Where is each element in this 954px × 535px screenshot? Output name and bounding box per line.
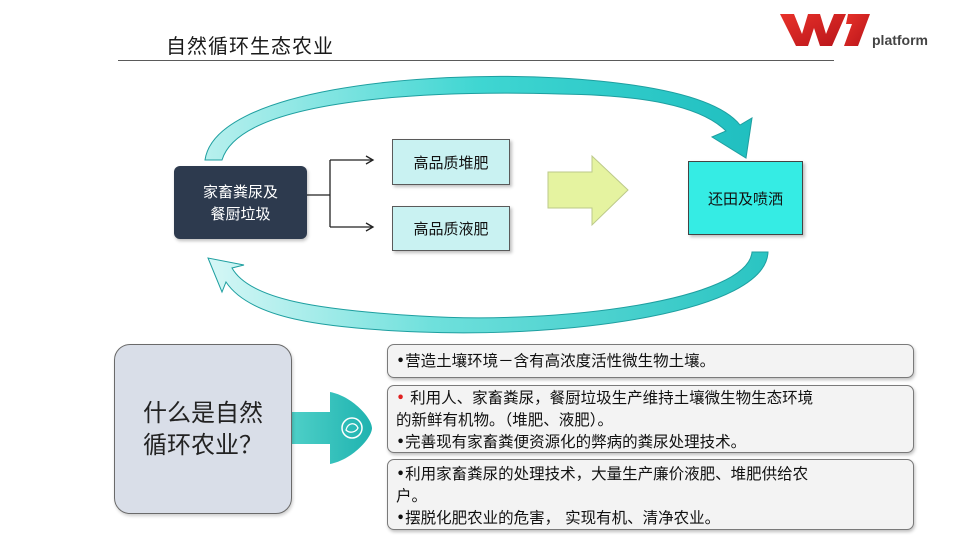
logo-text: platform xyxy=(872,32,928,48)
destination-label: 还田及喷洒 xyxy=(707,189,783,208)
top-cycle-arrow xyxy=(204,75,753,161)
panel-3-line-1: •利用家畜粪尿的处理技术，大量生产廉价液肥、堆肥供给农 xyxy=(396,465,809,483)
info-panel-3: •利用家畜粪尿的处理技术，大量生产廉价液肥、堆肥供给农 户。 •摆脱化肥农业的危… xyxy=(387,459,914,530)
right-block-arrow-icon xyxy=(547,154,629,227)
arrowhead-icon xyxy=(365,155,375,165)
branch-connector xyxy=(307,159,372,228)
arrowhead-icon xyxy=(365,222,375,232)
question-box: 什么是自然 循环农业？ xyxy=(114,344,292,514)
destination-box: 还田及喷洒 xyxy=(688,161,803,235)
liquid-fertilizer-label: 高品质液肥 xyxy=(413,220,489,238)
compost-label: 高品质堆肥 xyxy=(413,153,489,172)
bottom-cycle-arrow xyxy=(207,251,769,334)
red-bullet-icon: • xyxy=(396,389,406,407)
logo-mark-icon xyxy=(780,12,872,52)
compost-box: 高品质堆肥 xyxy=(392,139,510,185)
panel-1-line-1: •营造土壤环境－含有高浓度活性微生物土壤。 xyxy=(396,352,716,370)
panel-2-line-1: • 利用人、家畜粪尿，餐厨垃圾生产维持土壤微生物生态环境 xyxy=(396,389,814,407)
source-line-2: 餐厨垃圾 xyxy=(210,204,271,223)
panel-3-line-3: •摆脱化肥农业的危害， 实现有机、清净农业。 xyxy=(396,509,721,527)
source-line-1: 家畜粪尿及 xyxy=(202,182,278,201)
question-line-1: 什么是自然 xyxy=(143,399,263,427)
panel-2-line-3: •完善现有家畜粪便资源化的弊病的粪尿处理技术。 xyxy=(396,433,747,451)
page-title: 自然循环生态农业 xyxy=(166,34,334,58)
info-panel-1: •营造土壤环境－含有高浓度活性微生物土壤。 xyxy=(387,344,914,378)
liquid-fertilizer-box: 高品质液肥 xyxy=(392,206,510,251)
panel-2-line-2: 的新鲜有机物。（堆肥、液肥）。 xyxy=(396,411,614,429)
question-line-2: 循环农业？ xyxy=(143,431,263,459)
source-box: 家畜粪尿及 餐厨垃圾 xyxy=(174,166,307,239)
panel-3-line-2: 户。 xyxy=(396,487,428,505)
teal-right-arrow-icon xyxy=(290,392,372,464)
info-panel-2: • 利用人、家畜粪尿，餐厨垃圾生产维持土壤微生物生态环境 的新鲜有机物。（堆肥、… xyxy=(387,385,914,453)
title-divider xyxy=(118,60,834,61)
